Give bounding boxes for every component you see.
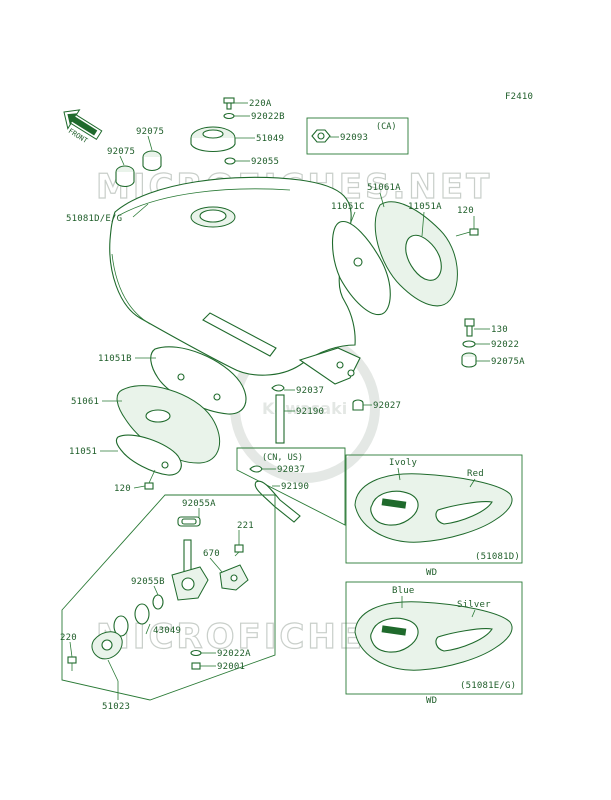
- label-ca-note: (CA): [376, 122, 396, 132]
- label-51061a: 51061A: [367, 183, 401, 193]
- pad-11051b: [150, 346, 247, 415]
- label-92022: 92022: [491, 340, 519, 350]
- label-92190-cnus: 92190: [281, 482, 309, 492]
- bolt-220: [67, 656, 77, 671]
- figure-code: F2410: [505, 92, 533, 102]
- label-92022b: 92022B: [251, 112, 285, 122]
- nut-92093: [311, 129, 331, 143]
- grommet-92027: [352, 399, 364, 411]
- label-92075-b: 92075: [107, 147, 135, 157]
- bolt-120-right: [455, 228, 479, 237]
- label-92037-cnus: 92037: [277, 465, 305, 475]
- gasket-92055a: [177, 516, 201, 527]
- fuel-cap: [190, 126, 236, 153]
- ca-box: [306, 117, 409, 155]
- leader-lines: [69, 102, 490, 700]
- label-11051c: 11051C: [331, 202, 365, 212]
- label-120-left: 120: [114, 484, 131, 494]
- label-51081deg: 51081D/E/G: [66, 214, 122, 224]
- label-11051a: 11051A: [408, 202, 442, 212]
- hose-92190: [275, 394, 285, 444]
- oring-92055: [224, 157, 236, 165]
- oring-92055b: [152, 594, 164, 610]
- filter-43049: [134, 603, 150, 625]
- inset-bottom-footer: WD: [426, 696, 437, 706]
- inset-top-footer: WD: [426, 568, 437, 578]
- hose-92190-cnus: [254, 480, 301, 523]
- label-92001: 92001: [217, 662, 245, 672]
- petcock-box: [61, 494, 276, 701]
- label-51049: 51049: [256, 134, 284, 144]
- bolt-92001: [191, 662, 201, 670]
- inset-top: Ivoly Red (51081D) WD: [345, 454, 523, 578]
- bolt-130: [464, 318, 475, 337]
- label-92037: 92037: [296, 386, 324, 396]
- fuel-cock: [171, 539, 209, 601]
- label-120-right: 120: [457, 206, 474, 216]
- inset-top-color-a: Ivoly: [389, 458, 417, 468]
- label-92190: 92190: [296, 407, 324, 417]
- label-92055a: 92055A: [182, 499, 216, 509]
- label-51061: 51061: [71, 397, 99, 407]
- label-130: 130: [491, 325, 508, 335]
- label-220a: 220A: [249, 99, 272, 109]
- label-11051b: 11051B: [98, 354, 132, 364]
- label-220: 220: [60, 633, 77, 643]
- label-92055b: 92055B: [131, 577, 165, 587]
- damper-92075-a: [142, 150, 162, 172]
- label-670: 670: [203, 549, 220, 559]
- screw-221: [234, 544, 244, 557]
- label-92022a: 92022A: [217, 649, 251, 659]
- emblem-51061: [116, 385, 221, 464]
- label-92055: 92055: [251, 157, 279, 167]
- clip-92037: [271, 384, 285, 392]
- label-cn-us: (CN, US): [262, 453, 303, 463]
- inset-bottom-color-b: Silver: [457, 600, 491, 610]
- washer-92022: [462, 340, 476, 348]
- label-92027: 92027: [373, 401, 401, 411]
- inset-bottom-code: (51081E/G): [460, 681, 516, 691]
- inset-bottom-color-a: Blue: [392, 586, 414, 596]
- label-92075a: 92075A: [491, 357, 525, 367]
- lever-670: [219, 564, 249, 591]
- pad-11051c: [332, 221, 391, 316]
- inset-top-color-b: Red: [467, 469, 484, 479]
- clip-92037-cnus: [249, 465, 263, 473]
- label-92093: 92093: [340, 133, 368, 143]
- label-51023: 51023: [102, 702, 130, 712]
- label-43049: 43049: [153, 626, 181, 636]
- cap-screw-220a: [223, 97, 235, 110]
- emblem-11051a: [405, 234, 442, 281]
- inset-bottom: Blue Silver (51081E/G) WD: [345, 581, 523, 706]
- damper-92075a: [461, 352, 477, 368]
- washer-92022b: [223, 112, 235, 120]
- label-221: 221: [237, 521, 254, 531]
- damper-92075-b: [115, 165, 135, 188]
- inset-top-code: (51081D): [475, 552, 520, 562]
- part-labels: 220A 92022B 51049 92055 92093 (CA) 92075…: [60, 99, 525, 712]
- label-92075-a: 92075: [136, 127, 164, 137]
- cn-us-box: [236, 447, 346, 526]
- pad-11051: [115, 434, 182, 476]
- washer-92022a: [190, 649, 202, 657]
- front-arrow-icon: FRONT: [63, 109, 103, 145]
- label-11051: 11051: [69, 447, 97, 457]
- fuel-tank: [109, 176, 361, 385]
- gasket-51023: [91, 615, 129, 660]
- bolt-120-left: [144, 469, 156, 490]
